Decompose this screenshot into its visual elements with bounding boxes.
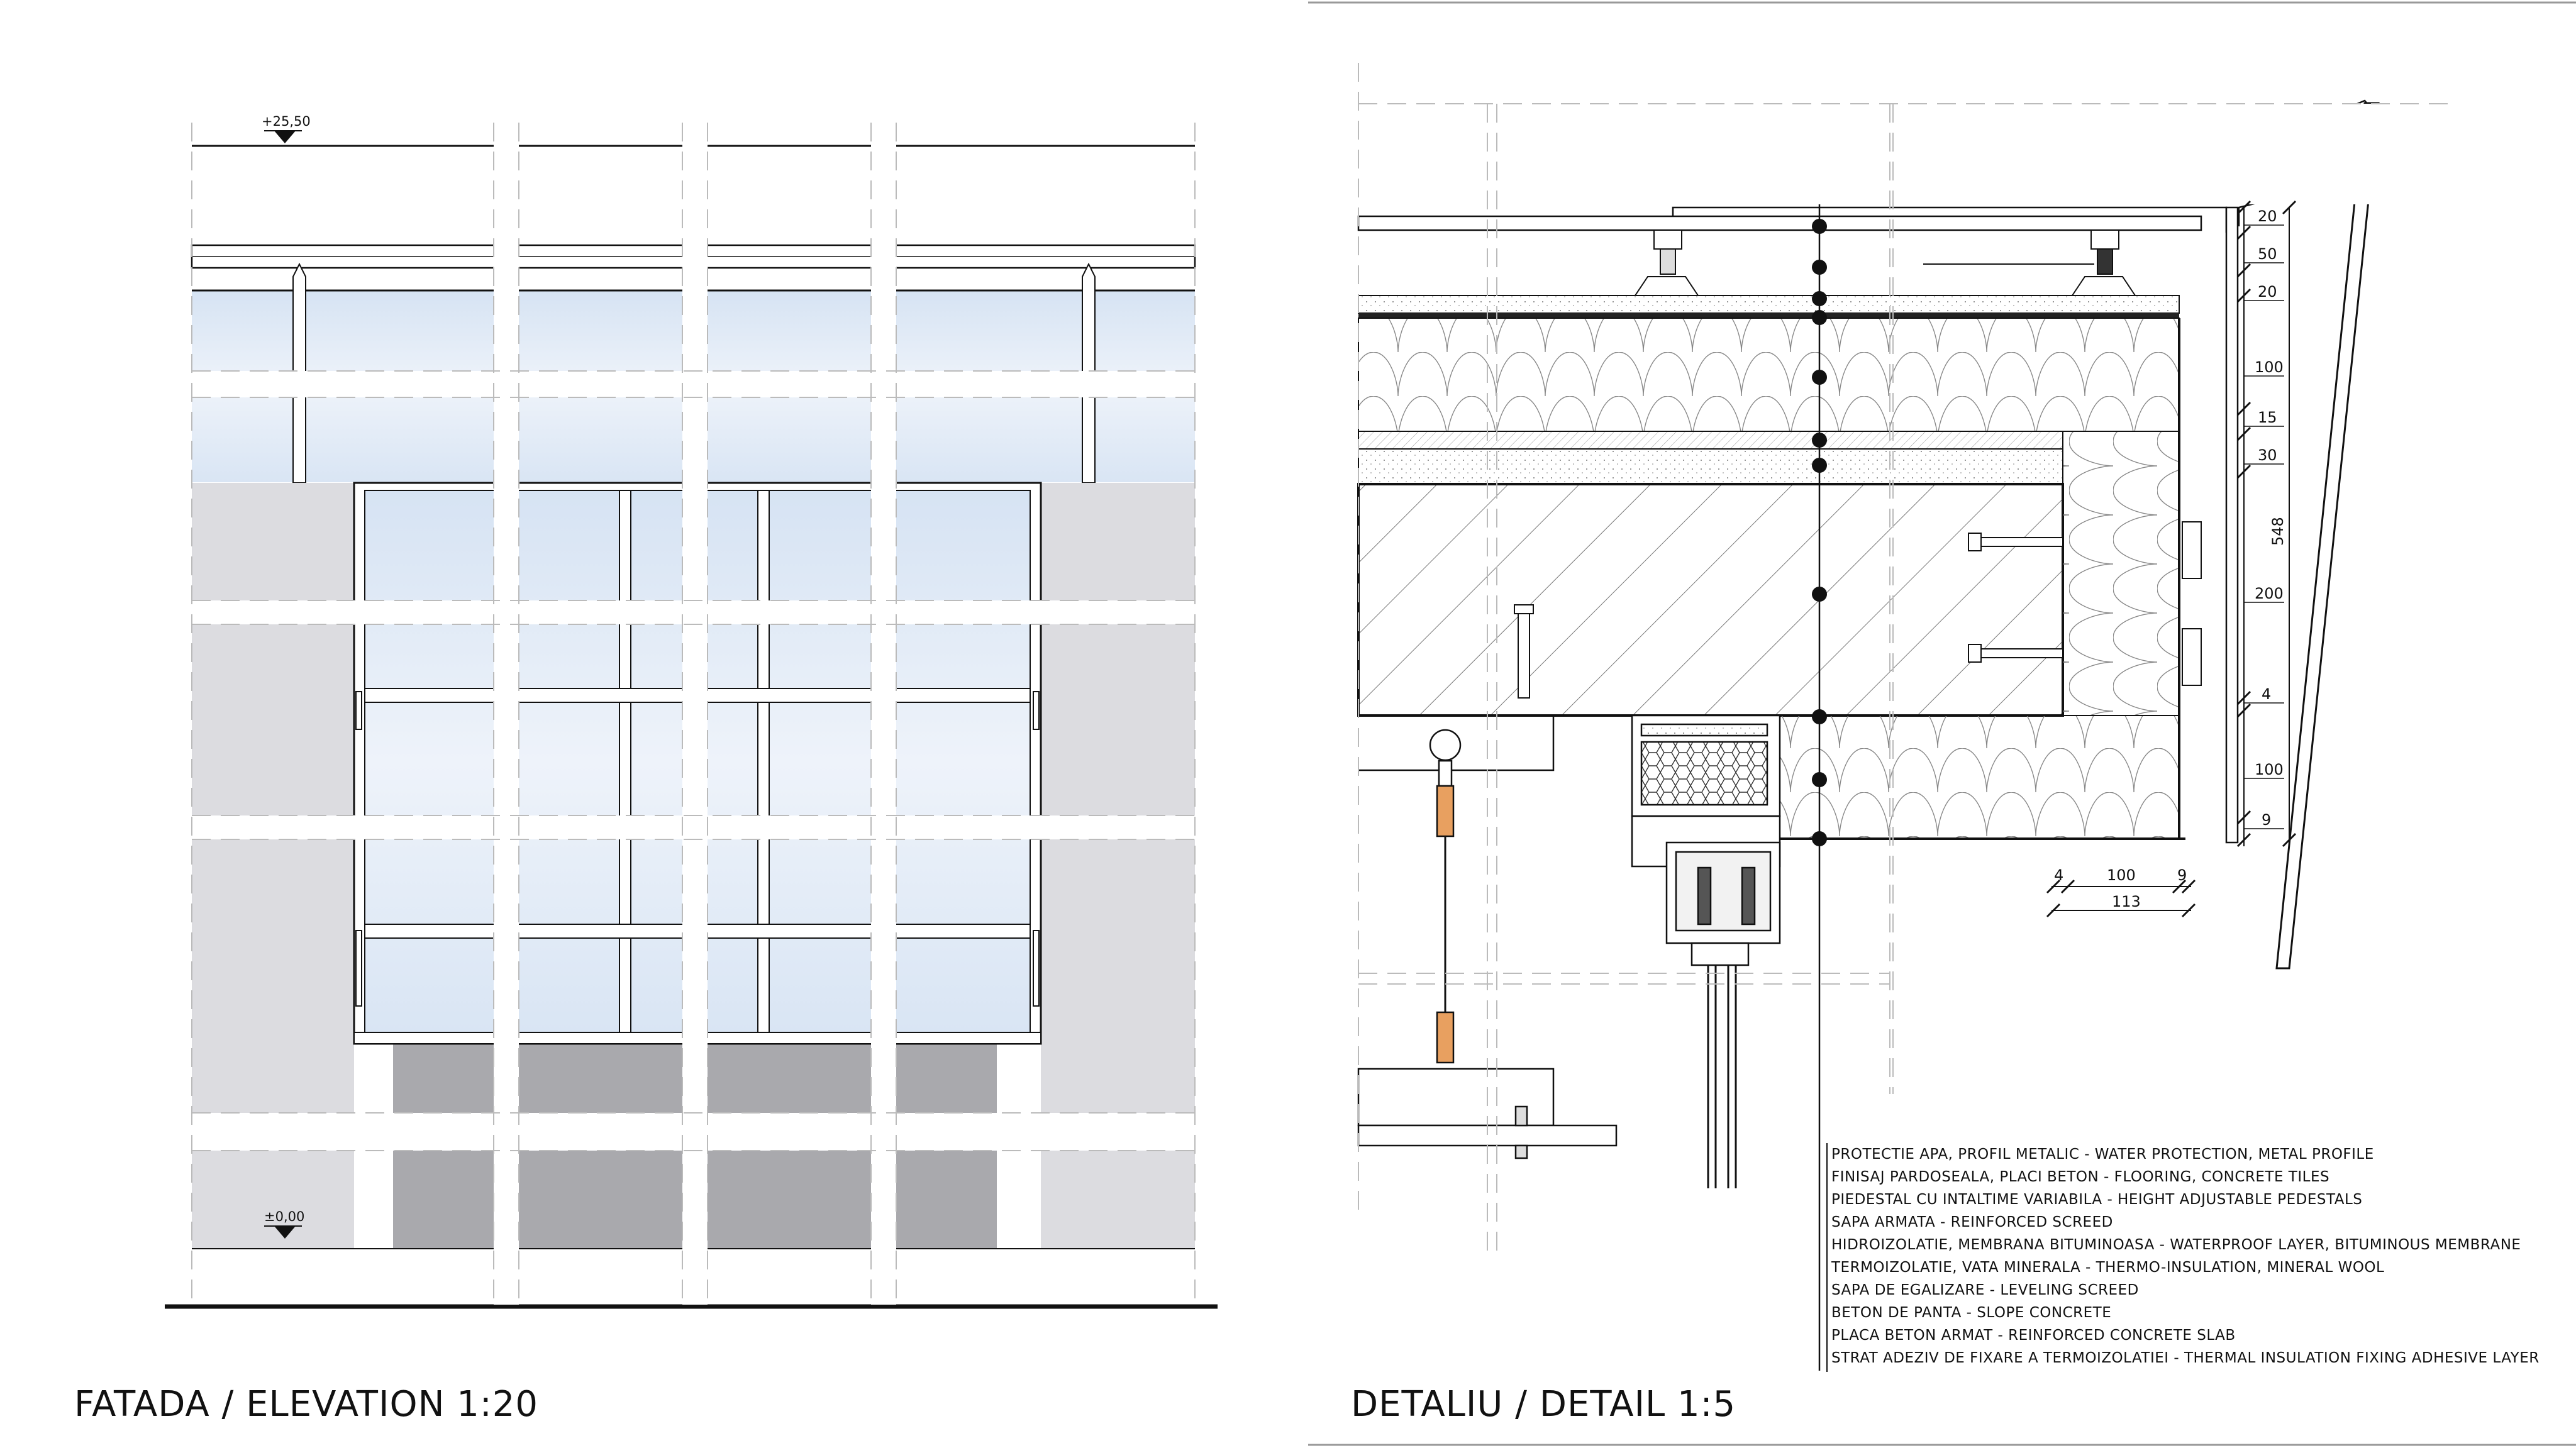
dim-6: 30 xyxy=(2258,446,2277,464)
concrete-slab xyxy=(1357,483,2064,717)
elevation-grid-overlay xyxy=(192,123,1195,1305)
level-top-text: +25,50 xyxy=(262,114,311,129)
dim-4: 100 xyxy=(2255,358,2284,376)
material-legend: PROTECTIE APA, PROFIL METALIC - WATER PR… xyxy=(1826,1143,2540,1372)
anchor-bolts xyxy=(1968,521,2202,686)
legend-item: SAPA DE EGALIZARE - LEVELING SCREED xyxy=(1831,1282,2139,1298)
elevation-drawing: +25,50 ±0,00 xyxy=(165,114,1218,1309)
legend-item: STRAT ADEZIV DE FIXARE A TERMOIZOLATIEI … xyxy=(1831,1350,2540,1366)
dim-h-2: 100 xyxy=(2107,866,2136,884)
mineral-wool-soffit xyxy=(1779,715,2180,839)
dim-h-1: 4 xyxy=(2054,866,2063,884)
level-marker-top: +25,50 xyxy=(262,114,311,143)
legend-item: HIDROIZOLATIE, MEMBRANA BITUMINOASA - WA… xyxy=(1831,1237,2521,1253)
legend-item: FINISAJ PARDOSEALA, PLACI BETON - FLOORI… xyxy=(1831,1169,2329,1185)
elevation-grid-dashes xyxy=(191,123,1196,1305)
pedestal-2 xyxy=(2071,229,2136,296)
legend-item: BETON DE PANTA - SLOPE CONCRETE xyxy=(1831,1305,2111,1321)
detail-title: DETALIU / DETAIL 1:5 xyxy=(1351,1384,1736,1425)
detail-drawing xyxy=(1357,63,2453,1371)
hanger-bolt xyxy=(1514,604,1534,699)
level-marker-bottom: ±0,00 xyxy=(264,1209,304,1239)
mineral-wool-top xyxy=(1358,318,2180,432)
detail-grid-overlay xyxy=(1358,63,2453,204)
pedestal-1 xyxy=(1634,229,1699,296)
leveling-screed xyxy=(1358,431,2063,450)
detail-grid-dashes xyxy=(1358,63,2453,1257)
reinforced-screed xyxy=(1358,295,2180,314)
dim-5: 15 xyxy=(2258,409,2277,426)
horizontal-dimensions: 4 100 9 113 xyxy=(2046,866,2196,918)
slope-concrete xyxy=(1358,448,2063,485)
legend-leader xyxy=(1812,138,2272,1371)
dim-2: 50 xyxy=(2258,245,2277,263)
dim-total-vertical: 548 xyxy=(2269,517,2287,546)
level-bottom-text: ±0,00 xyxy=(264,1209,304,1224)
dim-1: 20 xyxy=(2258,207,2277,225)
legend-item: PROTECTIE APA, PROFIL METALIC - WATER PR… xyxy=(1831,1146,2374,1163)
glazing xyxy=(1707,965,1737,1188)
bituminous-membrane xyxy=(1358,313,2179,318)
dim-10: 9 xyxy=(2262,811,2271,829)
legend-item: SAPA ARMATA - REINFORCED SCREED xyxy=(1831,1214,2113,1230)
steel-post xyxy=(2225,206,2239,844)
elevation-title: FATADA / ELEVATION 1:20 xyxy=(74,1384,538,1425)
dim-7: 200 xyxy=(2255,585,2284,602)
vertical-dimensions: 20 50 20 100 15 30 200 4 100 9 548 xyxy=(2236,200,2297,848)
mineral-wool-edge xyxy=(2062,431,2180,716)
legend-item: PLACA BETON ARMAT - REINFORCED CONCRETE … xyxy=(1831,1327,2236,1344)
floor-tiles xyxy=(1357,215,2202,231)
legend-item: PIEDESTAL CU INTALTIME VARIABILA - HEIGH… xyxy=(1831,1191,2362,1208)
dim-h-3: 9 xyxy=(2177,866,2187,884)
sunshade-rod xyxy=(1357,717,1618,1159)
dim-h-total: 113 xyxy=(2112,893,2141,910)
legend-item: TERMOIZOLATIE, VATA MINERALA - THERMO-IN… xyxy=(1831,1259,2384,1276)
dim-8: 4 xyxy=(2262,685,2271,703)
dim-9: 100 xyxy=(2255,761,2284,778)
window-head xyxy=(1631,714,1781,966)
dim-3: 20 xyxy=(2258,283,2277,301)
window-hinges xyxy=(355,691,1040,1007)
